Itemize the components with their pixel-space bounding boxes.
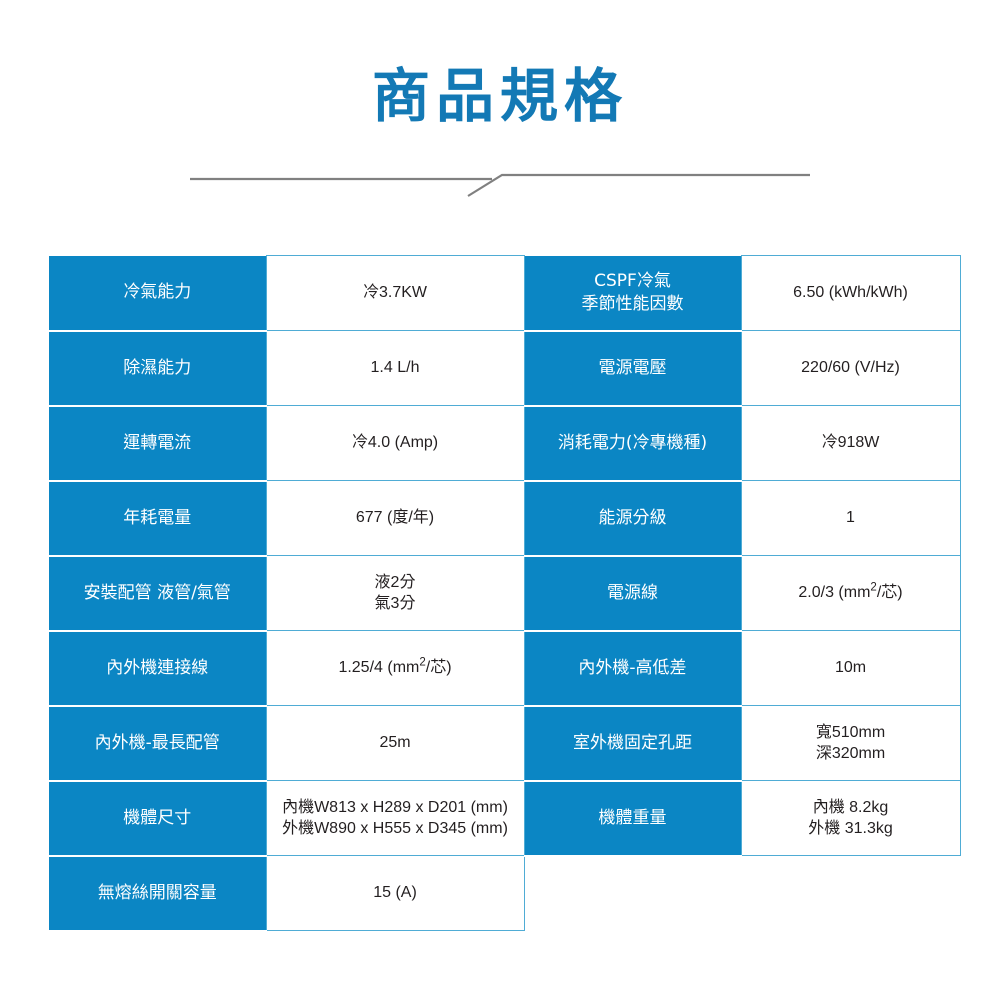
spec-value-right: 6.50 (kWh/kWh)	[740, 255, 961, 331]
spec-value-right: 1	[740, 480, 961, 556]
spec-label-right: 能源分級	[524, 479, 741, 557]
spec-label-left: 安裝配管 液管/氣管	[49, 554, 266, 632]
spec-label-right: 電源線	[524, 554, 741, 632]
spec-value-right: 220/60 (V/Hz)	[740, 330, 961, 406]
spec-value-left: 冷4.0 (Amp)	[265, 405, 525, 481]
spec-label-left: 冷氣能力	[49, 255, 266, 332]
spec-value-right: 2.0/3 (mm2/芯)	[740, 555, 961, 631]
spec-label-left: 機體尺寸	[49, 779, 266, 857]
spec-value-right: 10m	[740, 630, 961, 706]
spec-label-left: 年耗電量	[49, 479, 266, 557]
spec-label-left: 無熔絲開關容量	[49, 854, 266, 932]
page-title: 商品規格	[371, 62, 628, 130]
table-row: 機體尺寸內機W813 x H289 x D201 (mm)外機W890 x H5…	[49, 779, 961, 857]
spec-label-left: 內外機-最長配管	[49, 704, 266, 782]
spec-value-left: 1.25/4 (mm2/芯)	[265, 630, 525, 706]
spec-label-left: 除濕能力	[49, 329, 266, 407]
spec-empty-cell	[524, 855, 960, 931]
spec-label-left: 運轉電流	[49, 404, 266, 482]
spec-value-left: 1.4 L/h	[265, 330, 525, 406]
divider-step-line	[467, 173, 810, 197]
spec-label-right: 內外機-高低差	[524, 629, 741, 707]
spec-value-left: 液2分氣3分	[265, 555, 525, 631]
spec-value-left: 內機W813 x H289 x D201 (mm)外機W890 x H555 x…	[265, 780, 525, 856]
table-row: 運轉電流冷4.0 (Amp)消耗電力(冷專機種)冷918W	[49, 404, 961, 482]
spec-label-left: 內外機連接線	[49, 629, 266, 707]
spec-value-left: 677 (度/年)	[265, 480, 525, 556]
title-block: 商品規格	[0, 66, 1000, 127]
spec-label-right: 機體重量	[524, 779, 741, 857]
spec-label-right: 電源電壓	[524, 329, 741, 407]
decorative-divider	[190, 158, 810, 198]
spec-value-right: 冷918W	[740, 405, 961, 481]
spec-value-left: 冷3.7KW	[265, 255, 525, 331]
spec-value-left: 15 (A)	[265, 855, 525, 931]
spec-value-left: 25m	[265, 705, 525, 781]
spec-label-right: 消耗電力(冷專機種)	[524, 404, 741, 482]
spec-label-right: CSPF冷氣季節性能因數	[524, 255, 741, 332]
spec-label-right: 室外機固定孔距	[524, 704, 741, 782]
